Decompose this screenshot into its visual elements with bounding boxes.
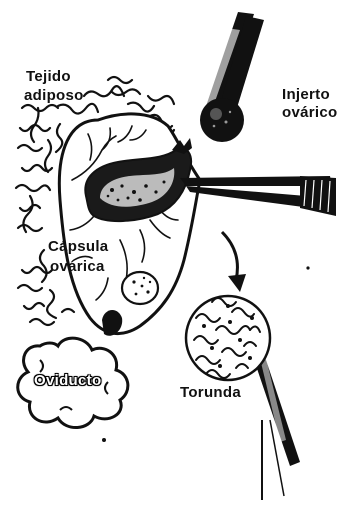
ovarian-body [122,272,158,304]
label-capsula-line1: Cápsula [48,238,108,255]
label-injerto-line2: ovárico [282,104,337,121]
speck [306,266,309,269]
fine-forceps [180,176,336,216]
speck [102,438,106,442]
label-capsula-line2: ovárica [50,258,105,275]
label-tejido-line1: Tejido [26,68,71,85]
label-tejido-line2: adiposo [24,87,84,104]
label-oviducto: Oviducto [34,372,101,389]
label-torunda: Torunda [180,384,241,401]
curved-arrow [222,232,246,292]
label-injerto-line1: Injerto [282,86,330,103]
graft-forceps [200,12,264,142]
